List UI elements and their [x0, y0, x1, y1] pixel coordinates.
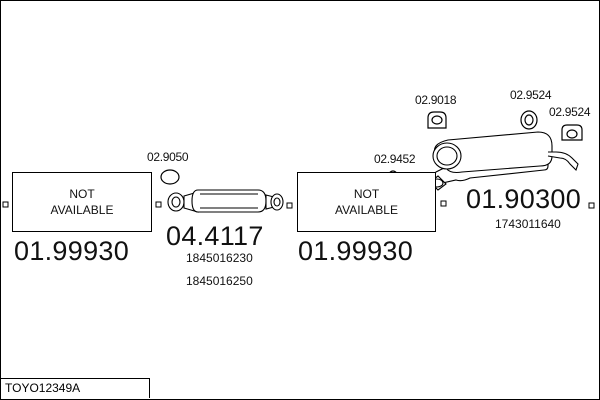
catalytic-converter-icon [167, 189, 284, 213]
part-number-rear-silencer: 01.90300 [466, 184, 582, 214]
part-number-unavailable-2: 01.99930 [298, 236, 414, 266]
hanger-left-icon [427, 111, 447, 129]
not-available-line1: NOT [69, 187, 95, 201]
part-number-catalytic-converter: 04.4117 [166, 221, 264, 251]
diagram-code: TOYO12349A [1, 378, 150, 398]
accessory-ref-hanger-mid: 02.9524 [510, 88, 552, 102]
rear-silencer-icon [429, 131, 579, 191]
not-available-box-1: NOT AVAILABLE [12, 172, 152, 232]
connector-square-5 [588, 202, 595, 209]
accessory-ref-hanger-right: 02.9524 [549, 105, 591, 119]
oe-number-catalytic-2: 1845016250 [186, 274, 253, 288]
gasket-icon [160, 169, 180, 185]
not-available-line2: AVAILABLE [335, 203, 398, 217]
connector-square-2 [155, 201, 162, 208]
hanger-mid-icon [520, 110, 538, 130]
accessory-ref-hanger-left: 02.9018 [415, 93, 457, 107]
accessory-ref-gasket-front: 02.9452 [374, 152, 416, 166]
hanger-right-icon [561, 124, 583, 141]
part-number-unavailable-1: 01.99930 [14, 236, 130, 266]
not-available-box-2: NOT AVAILABLE [297, 172, 436, 232]
oe-number-catalytic-1: 1845016230 [186, 251, 253, 265]
not-available-line1: NOT [353, 187, 380, 201]
connector-square-4 [440, 200, 447, 207]
not-available-line2: AVAILABLE [50, 203, 114, 217]
oe-number-rear-silencer: 1743011640 [495, 217, 561, 231]
accessory-ref-gasket: 02.9050 [147, 150, 189, 164]
connector-square-1 [2, 201, 9, 208]
connector-square-3 [286, 202, 293, 209]
